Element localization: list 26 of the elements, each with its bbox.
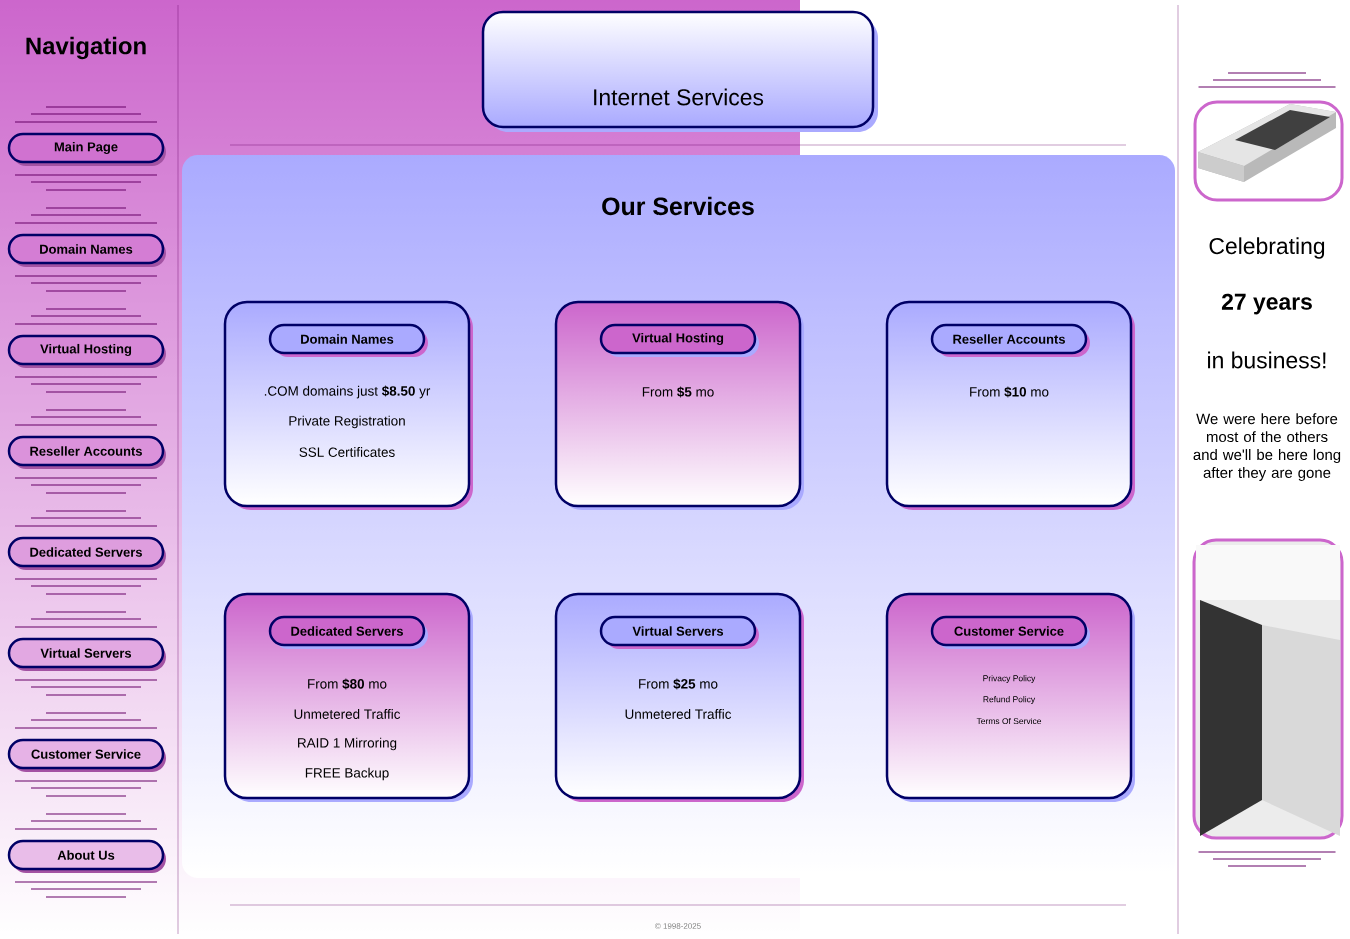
column-heading: Navigation <box>26 36 146 60</box>
title-pill: Virtual Hosting <box>599 323 759 357</box>
service-text: Privacy Policy <box>983 675 1036 683</box>
celebration-text: Celebrating <box>1209 237 1325 259</box>
service-text: From $5 mo <box>642 386 714 398</box>
nav-button: Dedicated Servers <box>7 536 166 570</box>
service-text: Refund Policy <box>983 696 1036 704</box>
service-text: Unmetered Traffic <box>625 709 732 719</box>
nav-button: Domain Names <box>7 233 166 267</box>
nav-button: Customer Service <box>7 738 166 772</box>
title-pill: Customer Service <box>930 615 1090 649</box>
service-text: Terms Of Service <box>976 717 1042 725</box>
nav-button: Virtual Servers <box>7 637 166 671</box>
celebration-text: 27 years <box>1221 293 1312 315</box>
service-text: From $10 mo <box>970 386 1049 398</box>
section-heading: Our Services <box>602 196 754 216</box>
service-text: From $25 mo <box>639 678 718 690</box>
title-pill: Reseller Accounts <box>930 323 1090 357</box>
nav-button: About Us <box>7 839 166 873</box>
nav-button: Virtual Hosting <box>7 334 166 368</box>
tagline-paragraph: We were here before most of the others and we'll be here long after they are gone <box>1193 413 1341 481</box>
celebration-text: in business! <box>1208 351 1326 369</box>
title-pill: Virtual Servers <box>599 615 759 649</box>
header-box: Internet Services <box>481 10 878 132</box>
nav-button: Main Page <box>7 132 166 166</box>
nav-button: Reseller Accounts <box>7 435 166 469</box>
